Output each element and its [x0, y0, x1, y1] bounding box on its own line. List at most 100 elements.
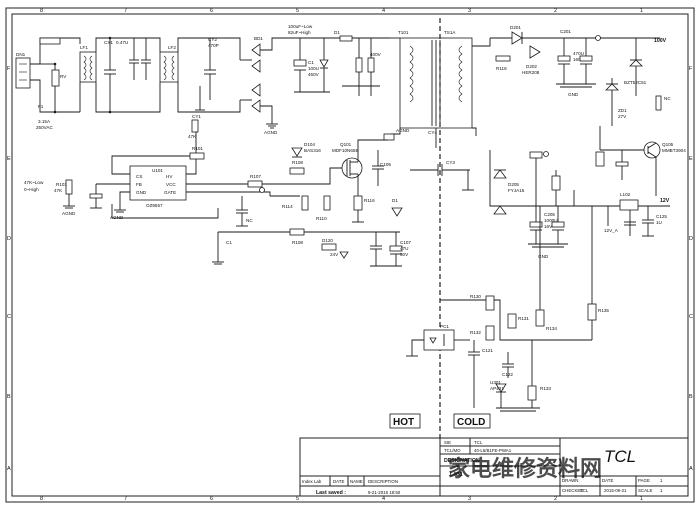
column-marker: 6: [210, 8, 213, 14]
designation-label: DESIGNATION: [444, 458, 480, 464]
l102-label: L102: [620, 192, 631, 197]
rectifier-d201: [511, 31, 523, 45]
cy4-label: CY4: [428, 130, 437, 135]
c205-value-label: 1000U: [544, 218, 558, 223]
value-date: 2015-09-21: [604, 488, 627, 493]
value-scale: 1: [660, 488, 663, 493]
row-marker: B: [7, 394, 11, 400]
nc-label-1: NC: [664, 96, 671, 101]
title-row1-a: SIE: [444, 440, 451, 445]
value-drawn: TCL: [580, 488, 589, 493]
bottom-column-markers: 8 7 6 5 4 3 2 1: [40, 496, 643, 502]
pwm-controller: U101 CS FB GND HV VCC GATE OZ9557 R101 4…: [24, 119, 271, 220]
c-aux-label: C1: [226, 240, 232, 245]
zener-label: BZT52C51: [624, 80, 647, 85]
y-capacitor-cy3: CY3: [410, 160, 474, 191]
cold-region-label: COLD: [457, 417, 485, 428]
bulk-capacitor-section: 100uF~Low 82uF~High C1 100U 450V D1 400V: [288, 24, 390, 96]
resistor-r-top: [339, 35, 353, 42]
pin-fb-label: FB: [136, 182, 142, 187]
out12-gnd-label: GND: [538, 254, 549, 259]
r101-value-label: 47K: [54, 188, 63, 193]
top-column-markers: 8 7 6 5 4 3 2 1: [40, 8, 643, 14]
d104-part-label: BAS316: [304, 148, 321, 153]
row-marker: B: [689, 394, 693, 400]
r110-label: R110: [316, 216, 327, 221]
header-name: NAME: [350, 479, 363, 484]
voltage-rating-label: 400V: [370, 52, 382, 57]
ts1a-label: TS1A: [444, 30, 456, 35]
header-date: DATE: [333, 479, 344, 484]
column-marker: 1: [640, 8, 643, 14]
transformer-agnd-label: AGND: [396, 128, 410, 133]
select-low-label: 47K~Low: [24, 180, 44, 185]
d205-label: D205: [508, 182, 519, 187]
f1-label: F1: [38, 104, 44, 109]
cold-region-tag: [453, 413, 491, 429]
c205-label: C205: [544, 212, 555, 217]
column-marker: 4: [382, 496, 385, 502]
designation-value: L4B1: [450, 472, 463, 478]
row-marker: D: [689, 236, 693, 242]
bridge-diode-4: [251, 99, 261, 113]
hot-region-label: HOT: [393, 417, 414, 428]
rectifier-d205: [493, 169, 507, 179]
nc-label-2: NC: [246, 218, 253, 223]
column-marker: 1: [640, 496, 643, 502]
output-100v-section: D201 D202 HER208 R118 C201 470U 160V GND…: [490, 25, 686, 196]
ac-input-section: DN1 F1 3.15A 250VAC RV LF1 CX1 0.47U LF2: [15, 36, 219, 130]
line-filter-lf2: [159, 51, 179, 83]
r135-label: R135: [598, 308, 609, 313]
r108-label: R108: [292, 160, 303, 165]
column-marker: 8: [40, 496, 43, 502]
optocoupler-pc1: [423, 329, 455, 351]
q105-part-label: MMBT3904: [662, 148, 686, 153]
bridge-diode-2: [251, 59, 261, 73]
value-page: 1: [660, 478, 663, 483]
title-row2-a: TCL/MO: [444, 448, 461, 453]
r-snubber-label: R118: [496, 66, 507, 71]
column-marker: 8: [40, 8, 43, 14]
column-marker: 5: [296, 8, 299, 14]
bridge-diode-1: [251, 43, 261, 57]
mosfet-drive-section: R107 R108 D104 BAS316 Q101 MDF10N65B R11…: [210, 139, 403, 227]
ac-connector-dn1: [15, 57, 31, 89]
varistor-rv: [51, 69, 60, 87]
cell-page: PAGE: [638, 478, 650, 483]
select-high-label: 0~High: [24, 187, 39, 192]
q101-part-label: MDF10N65B: [332, 148, 359, 153]
transistor-q105: [643, 141, 661, 159]
r131-label: R131: [518, 316, 529, 321]
column-marker: 3: [468, 496, 471, 502]
output-12va-label: 12V_A: [604, 228, 619, 233]
cell-date: DATE: [602, 478, 613, 483]
header-index-lab: Index Lab: [302, 479, 322, 484]
shunt-regulator-u301: [495, 383, 507, 393]
column-marker: 2: [554, 496, 557, 502]
output-100v-label: 100V: [654, 38, 667, 44]
r133-label: R133: [540, 386, 551, 391]
pin-gate-label: GATE: [164, 190, 176, 195]
cell-drawn: DRAWN: [562, 478, 578, 483]
c201-label: C201: [560, 29, 571, 34]
header-description: DESCRIPTION: [368, 479, 398, 484]
cy2-label: CY2: [208, 37, 217, 42]
row-marker: D: [7, 236, 11, 242]
bridge-diode-3: [251, 83, 261, 97]
row-marker: C: [7, 314, 11, 320]
output-12v-label: 12V: [660, 198, 670, 204]
c205-voltage-label: 16V: [544, 224, 553, 229]
r107-label: R107: [250, 174, 261, 179]
column-marker: 2: [554, 8, 557, 14]
d120-voltage-label: 24V: [330, 252, 339, 257]
d104-label: D104: [304, 142, 315, 147]
left-row-markers: F E D C B A: [7, 66, 11, 472]
r-aux-label: R108: [292, 240, 303, 245]
pin-gnd-label: GND: [136, 190, 147, 195]
column-marker: 4: [382, 8, 385, 14]
row-marker: F: [689, 66, 693, 72]
output-12v-section: D205 FYJA15 C205 1000U 16V GND L102 12V …: [489, 150, 670, 259]
c125-label: C125: [656, 214, 667, 219]
c201-voltage-label: 160V: [573, 57, 585, 62]
